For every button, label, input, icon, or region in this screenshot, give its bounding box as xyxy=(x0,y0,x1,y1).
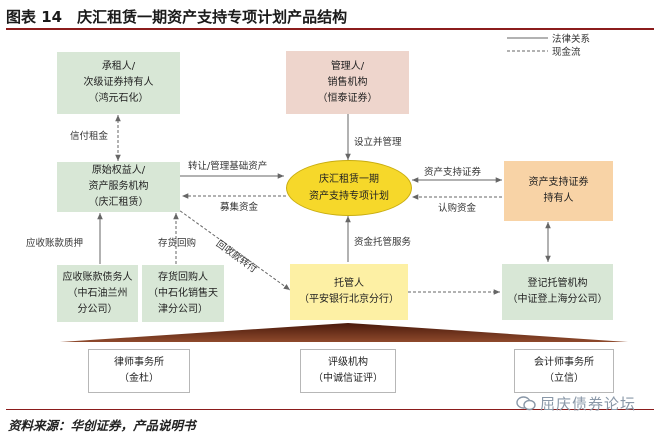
node-subordinate-line2: 次级证券持有人 xyxy=(83,77,154,88)
node-originator-line2: 资产服务机构 xyxy=(88,181,149,192)
node-originator-line1: 原始权益人/ xyxy=(91,165,146,176)
label-pledge: 应收账款质押 xyxy=(26,238,84,249)
node-rating-line1: 评级机构 xyxy=(328,357,368,368)
node-debtor-line2: （中石油兰州 xyxy=(67,287,128,299)
node-custodian: 托管人 （平安银行北京分行） xyxy=(290,264,408,320)
node-subordinate-line1: 承租人/ xyxy=(101,61,136,72)
node-law-line1: 律师事务所 xyxy=(114,357,164,368)
watermark-text: 屈庆债券论坛 xyxy=(540,395,637,413)
node-security-holder: 资产支持证券 持有人 xyxy=(504,161,613,221)
service-providers-triangle xyxy=(60,323,628,342)
label-transfer: 转让/管理基础资产 xyxy=(188,161,268,172)
node-originator: 原始权益人/ 资产服务机构 （庆汇租赁） xyxy=(57,162,180,212)
node-accounting-firm: 会计师事务所 （立信） xyxy=(514,349,614,393)
node-plan-line2: 资产支持专项计划 xyxy=(309,191,389,202)
label-abs: 资产支持证券 xyxy=(424,167,482,178)
node-repurchaser-line2: （中石化销售天 xyxy=(148,287,218,299)
node-manager-line2: 销售机构 xyxy=(327,76,368,88)
node-repurchaser-line3: 津分公司） xyxy=(158,303,208,315)
legend-legal-label: 法律关系 xyxy=(552,34,591,45)
node-registrar: 登记托管机构 （中证登上海分公司） xyxy=(502,264,613,320)
label-subscribe: 认购资金 xyxy=(438,203,477,214)
node-law-firm: 律师事务所 （金杜） xyxy=(88,349,190,393)
node-manager-line3: （恒泰证券） xyxy=(317,92,378,104)
label-custody: 资金托管服务 xyxy=(354,237,412,248)
watermark: 屈庆债券论坛 xyxy=(516,393,636,414)
node-debtor-line3: 分公司） xyxy=(77,303,118,315)
title-divider xyxy=(6,28,654,30)
node-originator-line3: （庆汇租赁） xyxy=(88,197,149,208)
node-subordinate-line3: （鸿元石化） xyxy=(88,93,149,104)
node-plan: 庆汇租赁一期 资产支持专项计划 xyxy=(286,160,412,216)
node-custodian-line1: 托管人 xyxy=(334,278,364,289)
source-note: 资料来源：华创证券，产品说明书 xyxy=(8,418,196,433)
node-holder-line1: 资产支持证券 xyxy=(528,177,589,188)
footer-divider xyxy=(6,409,654,410)
node-accounting-line1: 会计师事务所 xyxy=(534,357,594,368)
node-accounting-line2: （立信） xyxy=(544,373,584,384)
node-receivable-debtor: 应收账款债务人 （中石油兰州 分公司） xyxy=(57,265,138,322)
node-rating-agency: 评级机构 （中诚信证评） xyxy=(300,349,396,393)
node-repurchaser-line1: 存货回购人 xyxy=(158,271,208,283)
label-setup: 设立并管理 xyxy=(354,137,402,148)
node-law-line2: （金杜） xyxy=(119,373,159,384)
node-repurchaser: 存货回购人 （中石化销售天 津分公司） xyxy=(142,265,224,322)
node-registrar-line2: （中证登上海分公司） xyxy=(507,294,608,305)
node-subordinate-holder: 承租人/ 次级证券持有人 （鸿元石化） xyxy=(57,52,180,114)
page-title: 图表 14 庆汇租赁一期资产支持专项计划产品结构 xyxy=(6,8,348,26)
chat-bubble-icon xyxy=(516,396,536,411)
node-manager-line1: 管理人/ xyxy=(330,60,365,72)
legend-cash-label: 现金流 xyxy=(552,47,581,58)
node-rating-line2: （中诚信证评） xyxy=(313,373,383,384)
node-registrar-line1: 登记托管机构 xyxy=(527,278,588,289)
node-holder-line2: 持有人 xyxy=(543,193,574,204)
label-credit-rent: 信付租金 xyxy=(70,131,109,142)
edge-recovery xyxy=(171,204,291,291)
node-manager: 管理人/ 销售机构 （恒泰证券） xyxy=(286,51,409,114)
label-repo: 存货回购 xyxy=(158,238,197,249)
node-custodian-line2: （平安银行北京分行） xyxy=(299,294,399,305)
node-debtor-line1: 应收账款债务人 xyxy=(62,271,133,283)
label-raise: 募集资金 xyxy=(220,202,259,213)
node-plan-line1: 庆汇租赁一期 xyxy=(319,174,379,185)
